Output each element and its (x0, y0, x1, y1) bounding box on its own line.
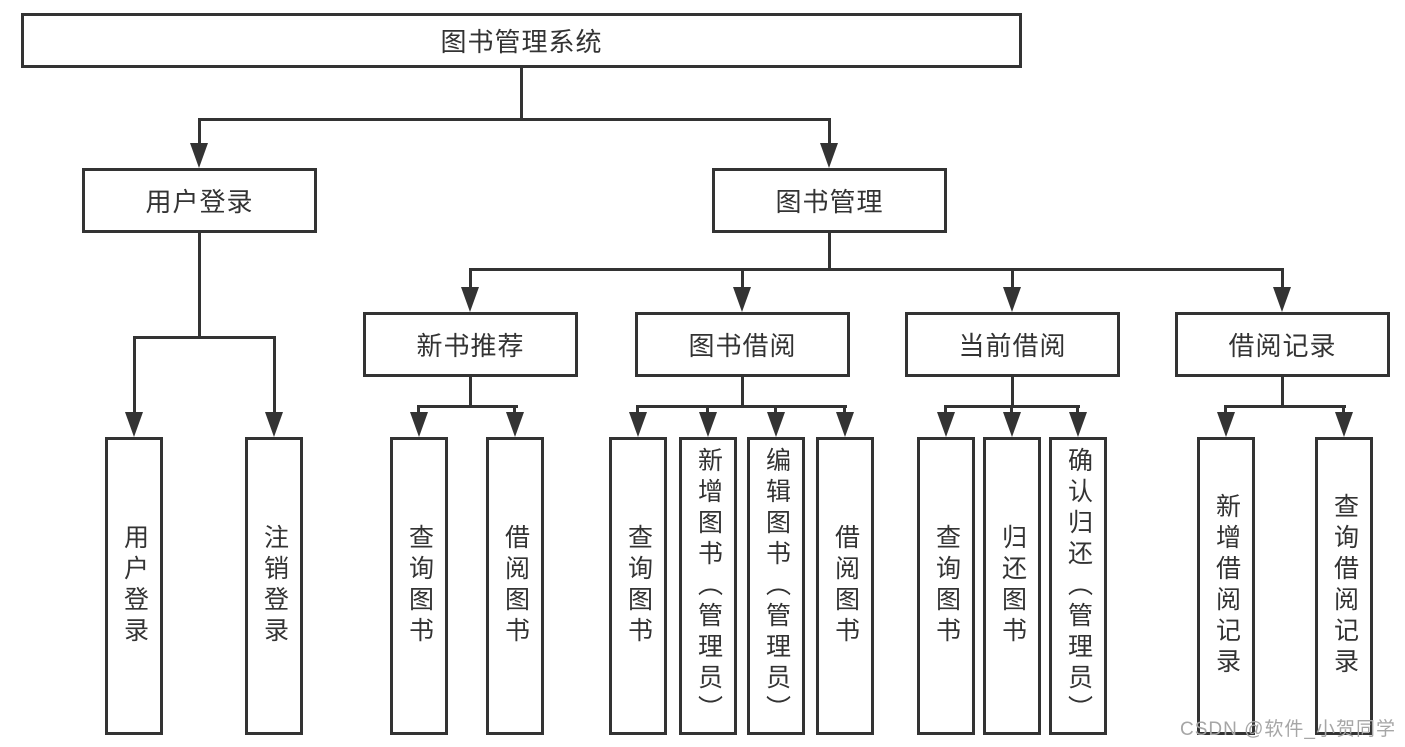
leaf-add-books-admin: 新增图书（管理员） (679, 437, 737, 735)
connector-mgmt-split (469, 268, 1284, 271)
leaf-logout: 注销登录 (245, 437, 303, 735)
connector-stem (944, 405, 947, 417)
leaf-confirm-return-admin: 确认归还（管理员） (1049, 437, 1107, 735)
leaf-add-books-admin-label: 新增图书（管理员） (694, 446, 723, 726)
node-current-borrow-label: 当前借阅 (958, 331, 1067, 361)
node-book-borrow: 图书借阅 (635, 312, 850, 377)
connector-stem (417, 405, 420, 417)
connector-stem (706, 405, 709, 417)
connector-stem-book-mgmt (828, 118, 831, 146)
arrow-down-icon (937, 412, 955, 437)
connector-login-split (133, 336, 275, 339)
connector-stem (774, 405, 777, 417)
connector-stem-current (1011, 268, 1014, 290)
arrow-down-icon (699, 412, 717, 437)
connector-stem (1224, 405, 1227, 417)
leaf-query-borrow-record: 查询借阅记录 (1315, 437, 1373, 735)
leaf-return-books-label: 归还图书 (998, 524, 1027, 648)
arrow-down-icon (265, 412, 283, 437)
connector-stem (636, 405, 639, 417)
arrow-down-icon (190, 143, 208, 168)
node-user-login: 用户登录 (82, 168, 317, 233)
leaf-logout-label: 注销登录 (260, 524, 289, 648)
connector-root-split (198, 118, 831, 121)
node-root: 图书管理系统 (21, 13, 1022, 68)
leaf-query-books-current-label: 查询图书 (932, 524, 961, 648)
connector-recommend-stem (469, 377, 472, 407)
arrow-down-icon (506, 412, 524, 437)
node-borrow-records-label: 借阅记录 (1228, 331, 1337, 361)
connector-root-stem (520, 68, 523, 120)
arrow-down-icon (629, 412, 647, 437)
leaf-query-books-borrow-label: 查询图书 (624, 524, 653, 648)
connector-stem-borrow (741, 268, 744, 290)
connector-stem (843, 405, 846, 417)
leaf-borrow-books-recommend: 借阅图书 (486, 437, 544, 735)
connector-records-split (1224, 405, 1346, 408)
leaf-return-books: 归还图书 (983, 437, 1041, 735)
leaf-borrow-books: 借阅图书 (816, 437, 874, 735)
arrow-down-icon (836, 412, 854, 437)
connector-stem-records (1281, 268, 1284, 290)
leaf-query-books-recommend: 查询图书 (390, 437, 448, 735)
arrow-down-icon (1003, 287, 1021, 312)
arrow-down-icon (1069, 412, 1087, 437)
arrow-down-icon (461, 287, 479, 312)
connector-current-stem (1011, 377, 1014, 407)
connector-records-stem (1281, 377, 1284, 407)
node-book-management: 图书管理 (712, 168, 947, 233)
arrow-down-icon (1003, 412, 1021, 437)
leaf-query-books-borrow: 查询图书 (609, 437, 667, 735)
arrow-down-icon (1217, 412, 1235, 437)
connector-stem (1342, 405, 1345, 417)
node-book-borrow-label: 图书借阅 (688, 331, 797, 361)
connector-stem-leaf-logout (273, 336, 276, 416)
node-book-management-label: 图书管理 (775, 187, 884, 217)
leaf-edit-books-admin: 编辑图书（管理员） (747, 437, 805, 735)
node-current-borrow: 当前借阅 (905, 312, 1120, 377)
connector-recommend-split (417, 405, 518, 408)
connector-stem-recommend (469, 268, 472, 290)
node-borrow-records: 借阅记录 (1175, 312, 1390, 377)
arrow-down-icon (125, 412, 143, 437)
csdn-watermark: CSDN @软件_小贺同学 (1180, 719, 1396, 740)
leaf-query-borrow-record-label: 查询借阅记录 (1330, 493, 1359, 679)
arrow-down-icon (1335, 412, 1353, 437)
leaf-query-books-recommend-label: 查询图书 (405, 524, 434, 648)
connector-stem (1010, 405, 1013, 417)
node-root-label: 图书管理系统 (440, 27, 603, 57)
leaf-query-books-current: 查询图书 (917, 437, 975, 735)
arrow-down-icon (767, 412, 785, 437)
connector-login-stem (198, 233, 201, 338)
node-new-book-recommend-label: 新书推荐 (416, 331, 525, 361)
leaf-confirm-return-admin-label: 确认归还（管理员） (1064, 446, 1093, 726)
leaf-user-login: 用户登录 (105, 437, 163, 735)
leaf-user-login-label: 用户登录 (120, 524, 149, 648)
connector-stem (513, 405, 516, 417)
arrow-down-icon (733, 287, 751, 312)
leaf-edit-books-admin-label: 编辑图书（管理员） (762, 446, 791, 726)
leaf-add-borrow-record: 新增借阅记录 (1197, 437, 1255, 735)
connector-mgmt-stem (828, 233, 831, 270)
leaf-borrow-books-recommend-label: 借阅图书 (501, 524, 530, 648)
arrow-down-icon (820, 143, 838, 168)
leaf-add-borrow-record-label: 新增借阅记录 (1212, 493, 1241, 679)
leaf-borrow-books-label: 借阅图书 (831, 524, 860, 648)
connector-stem-leaf-user-login (133, 336, 136, 416)
connector-borrow-stem (741, 377, 744, 407)
connector-stem-user-login (198, 118, 201, 146)
arrow-down-icon (1273, 287, 1291, 312)
node-user-login-label: 用户登录 (145, 187, 254, 217)
arrow-down-icon (410, 412, 428, 437)
connector-borrow-split (636, 405, 847, 408)
connector-stem (1076, 405, 1079, 417)
node-new-book-recommend: 新书推荐 (363, 312, 578, 377)
